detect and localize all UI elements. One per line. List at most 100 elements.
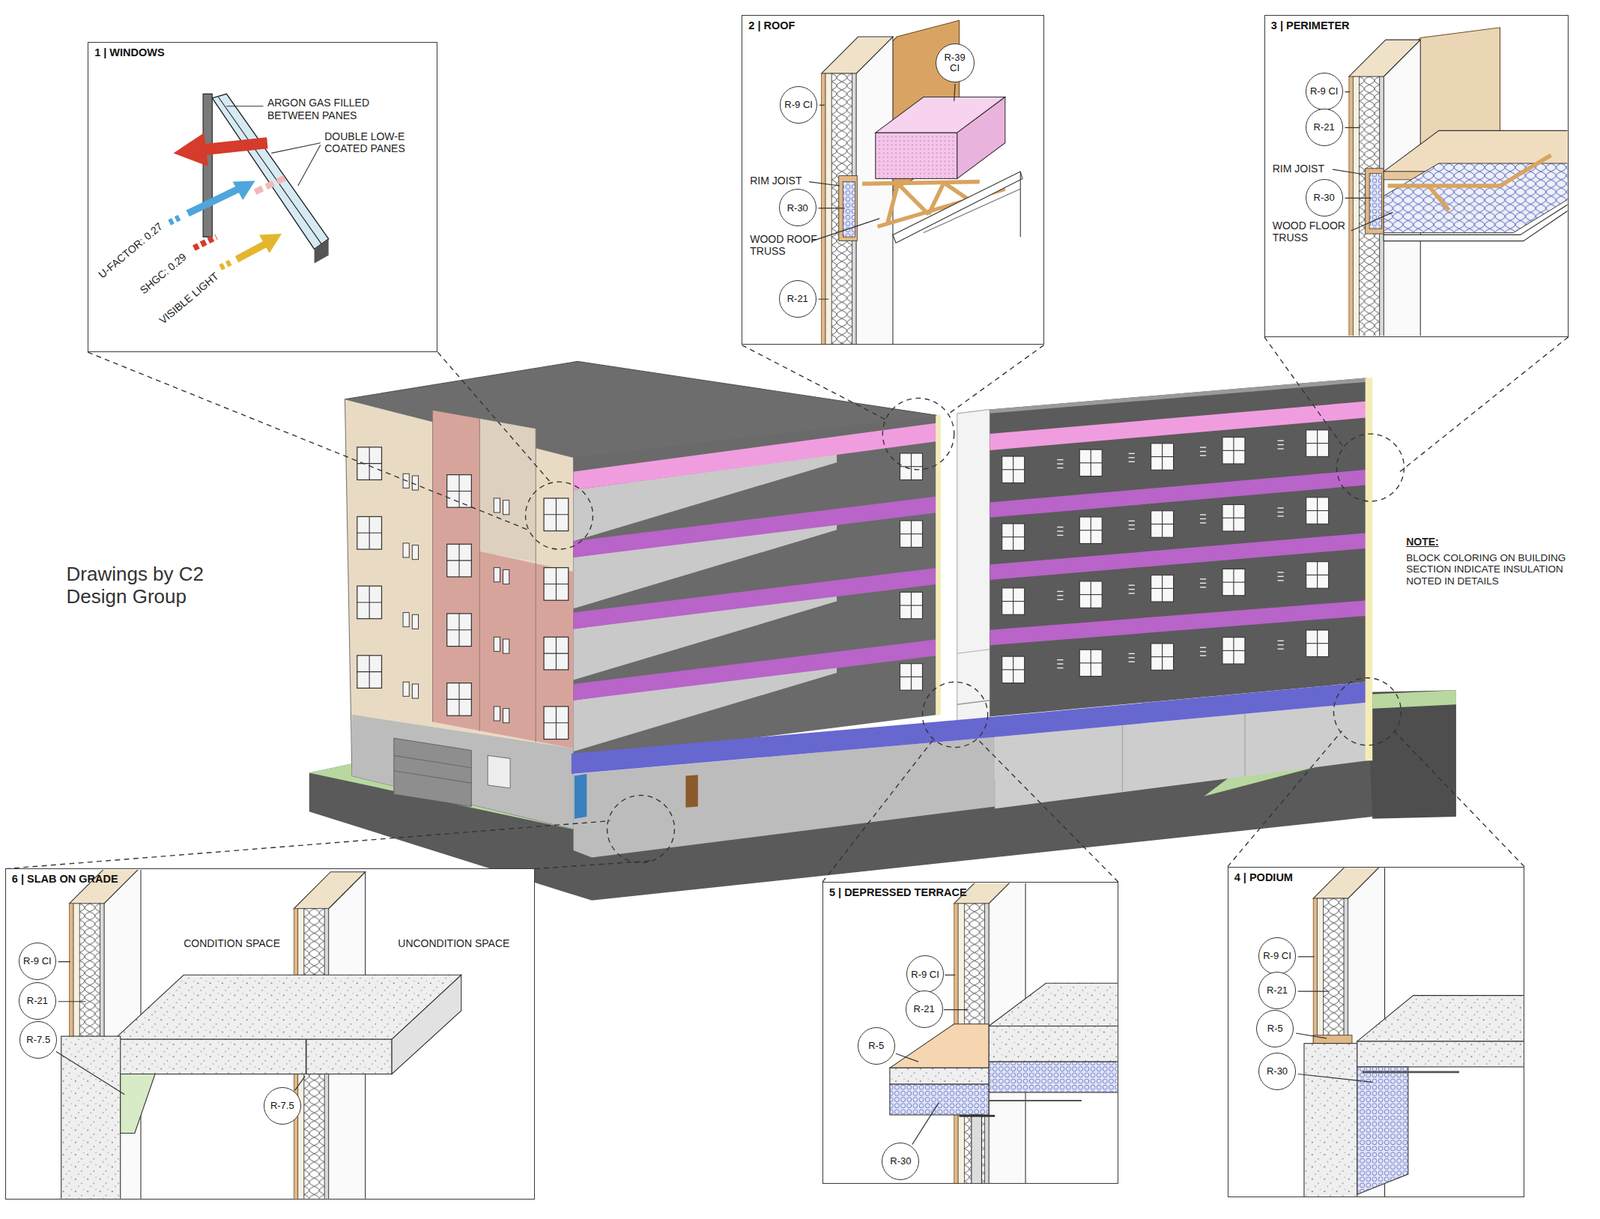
slab-detail (58, 1000, 87, 1002)
building-window (1151, 443, 1174, 470)
building-window (900, 591, 923, 618)
r-value-text: R-30 (889, 1155, 911, 1167)
perimeter-detail (1428, 185, 1449, 211)
detail-panel: 4 | PODIUMR-9 CIR-21R-5R-30 (1227, 866, 1525, 1198)
window-detail (220, 262, 231, 268)
podium-detail (1295, 1032, 1327, 1039)
vent-mark (1128, 588, 1135, 590)
vent-mark (1128, 461, 1135, 463)
perimeter-detail (1344, 127, 1360, 129)
building-window (1002, 456, 1025, 483)
r-value-text: R-30 (1266, 1065, 1288, 1077)
vent-mark (1277, 439, 1284, 441)
detail-panel: 5 | DEPRESSED TERRACER-9 CIR-21R-5R-30 (822, 881, 1119, 1184)
r-value-text: R-21 (1266, 985, 1288, 996)
building-window (493, 706, 500, 721)
building-window (1306, 429, 1329, 457)
building-isometric (573, 567, 940, 630)
roof-detail (808, 20, 1023, 344)
r-value-text: R-9 CI (23, 955, 52, 967)
vent-mark (1277, 647, 1284, 649)
roof-detail (819, 104, 825, 106)
r-value-callout: R-30 (1258, 1052, 1296, 1090)
podium-detail (1357, 1066, 1409, 1195)
vent-mark (1056, 467, 1063, 469)
terrace-detail (889, 1067, 989, 1084)
window-detail (314, 238, 329, 264)
building-window (402, 612, 409, 627)
vent-mark (1200, 513, 1206, 515)
vent-mark (1277, 511, 1284, 513)
roof-detail (957, 96, 1006, 179)
r-value-callout: R-9 CI (18, 942, 57, 980)
building-isometric (352, 714, 574, 830)
vent-mark (1128, 656, 1135, 658)
perimeter-detail (1388, 183, 1501, 188)
detail-leader (1400, 337, 1569, 472)
building-isometric (394, 770, 472, 783)
vent-mark (1200, 650, 1206, 652)
building-window (900, 663, 923, 690)
r-value-callout: R-30 (1305, 179, 1344, 217)
building-isometric (574, 773, 587, 819)
building-window (1002, 656, 1025, 683)
building-window (900, 520, 923, 547)
terrace-detail (912, 1102, 939, 1145)
building-window (493, 567, 500, 583)
detail-leader (922, 681, 988, 747)
building-window (447, 543, 472, 577)
building-isometric (1244, 713, 1245, 776)
podium-detail (1298, 991, 1329, 992)
building-window (1002, 523, 1025, 550)
vent-mark (1128, 592, 1135, 594)
vent-mark (1056, 594, 1063, 596)
r-value-text: R-7.5 (270, 1100, 295, 1111)
building-isometric (487, 755, 511, 789)
window-detail (188, 188, 242, 214)
podium-detail (1304, 1043, 1358, 1197)
building-window (503, 569, 510, 584)
roof-detail (943, 182, 970, 200)
r-value-callout: R-30 (881, 1142, 920, 1180)
part-label: WOOD FLOOR TRUSS (1272, 219, 1357, 244)
vent-mark (1277, 576, 1284, 577)
slab-detail (56, 1051, 125, 1095)
roof-detail (821, 36, 893, 344)
detail-leader (949, 345, 1045, 414)
roof-detail (875, 132, 958, 179)
r-value-callout: R-21 (1258, 971, 1296, 1009)
building-isometric (394, 755, 472, 768)
vent-mark (1128, 453, 1135, 454)
roof-detail (818, 207, 845, 209)
building-window (1222, 637, 1245, 664)
part-label: RIM JOIST (1272, 162, 1325, 175)
window-detail (200, 143, 268, 151)
roof-detail (862, 182, 980, 185)
building-isometric (573, 415, 940, 762)
r-value-callout: R-9 CI (906, 955, 944, 993)
building-isometric (535, 428, 537, 742)
r-value-text: R-30 (1313, 192, 1335, 203)
vent-mark (1277, 579, 1284, 581)
building-window (1079, 649, 1102, 676)
vent-mark (1128, 661, 1135, 663)
building-window (543, 706, 569, 740)
detail-leader (534, 860, 654, 869)
roof-detail (808, 182, 840, 186)
detail-leader (5, 337, 1569, 883)
window-detail (236, 242, 268, 260)
building-isometric (685, 774, 698, 808)
vent-mark (1200, 586, 1206, 588)
podium-detail (1298, 1074, 1373, 1083)
panel-heading: 4 | PODIUM (1234, 871, 1293, 884)
perimeter-detail (1344, 91, 1350, 93)
vent-mark (1200, 450, 1206, 452)
terrace-detail (971, 1114, 983, 1183)
detail-leader (1337, 433, 1405, 502)
building-window (447, 474, 472, 508)
r-value-text: R-21 (26, 995, 48, 1006)
terrace-detail (988, 1025, 1118, 1062)
detail-leader (5, 820, 611, 869)
vent-mark (1277, 644, 1284, 645)
